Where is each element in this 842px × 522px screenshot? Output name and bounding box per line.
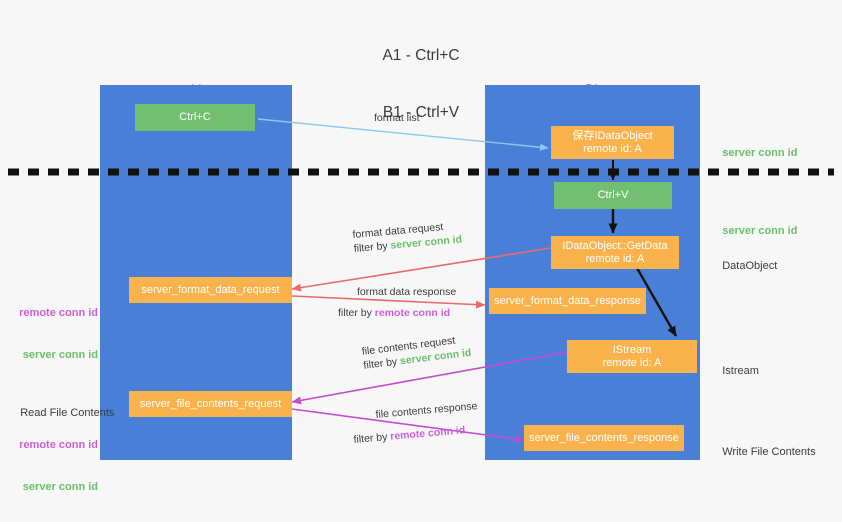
filter-prefix: filter by [353, 239, 391, 255]
node-server-format-data-response[interactable]: server_format_data_response [489, 288, 646, 314]
node-server-file-contents-response-label: server_file_contents_response [529, 431, 679, 444]
filter-prefix: filter by [362, 355, 401, 372]
annotation-text: server conn id [722, 147, 798, 159]
filter-value-remote-conn-id: remote conn id [374, 307, 451, 319]
node-idataobject-getdata-line2: remote id: A [585, 252, 645, 265]
edge-label-file-contents-response: file contents response [375, 399, 478, 422]
diagram-canvas: A1 - Ctrl+C B1 - Ctrl+V A1 remote B1 con… [0, 8, 842, 493]
edge-label-format-data-request: format data request filter by server con… [352, 219, 463, 256]
annotation-text: Istream [722, 365, 759, 377]
edge-label-format-list: format list [374, 111, 420, 125]
node-ctrl-v-label: Ctrl+V [597, 189, 629, 201]
annotation-right-istream: Istream [710, 350, 759, 392]
node-idataobject-getdata-line1: IDataObject::GetData [562, 239, 668, 252]
annotation-text: Write File Contents [722, 446, 816, 458]
node-server-file-contents-request[interactable]: server_file_contents_request [129, 391, 292, 417]
node-server-file-contents-request-label: server_file_contents_request [139, 397, 282, 410]
filter-prefix: filter by [338, 307, 375, 319]
edge-label-format-data-response-text: format data response [357, 286, 457, 298]
node-ctrl-v[interactable]: Ctrl+V [554, 182, 672, 209]
edge-label-file-contents-request: file contents request filter by server c… [361, 332, 472, 373]
annotation-left-remote-conn-id-2: remote conn id [19, 439, 98, 451]
title-line-2: B1 - Ctrl+V [382, 104, 460, 121]
annotation-left-conn-ids-1: remote conn id server conn id [10, 278, 98, 390]
annotation-right-write-file-contents: Write File Contents [710, 431, 816, 473]
node-istream[interactable]: IStream remote id: A [567, 340, 697, 373]
annotation-text: Read File Contents [20, 407, 115, 419]
node-istream-line2: remote id: A [602, 356, 662, 369]
node-server-file-contents-response[interactable]: server_file_contents_response [524, 425, 684, 451]
filter-value-remote-conn-id: remote conn id [389, 424, 466, 443]
annotation-right-dataobject: DataObject [710, 245, 777, 287]
annotation-text: server conn id [722, 225, 798, 237]
node-server-format-data-request-label: server_format_data_request [141, 283, 280, 296]
node-save-idataobject-line1: 保存IDataObject [572, 129, 653, 142]
node-server-format-data-response-label: server_format_data_response [494, 294, 641, 307]
annotation-left-server-conn-id-2: server conn id [22, 481, 98, 493]
filter-prefix: filter by [353, 430, 391, 446]
node-ctrl-c[interactable]: Ctrl+C [135, 104, 255, 131]
title-line-1: A1 - Ctrl+C [382, 47, 460, 64]
annotation-left-read-file-contents: Read File Contents [8, 392, 114, 434]
node-idataobject-getdata[interactable]: IDataObject::GetData remote id: A [551, 236, 679, 269]
node-ctrl-c-label: Ctrl+C [179, 111, 211, 123]
annotation-left-remote-conn-id-1: remote conn id [19, 307, 98, 319]
node-server-format-data-request[interactable]: server_format_data_request [129, 277, 292, 303]
edge-label-format-data-response-filter: filter by remote conn id [338, 306, 450, 320]
node-save-idataobject[interactable]: 保存IDataObject remote id: A [551, 126, 674, 159]
node-save-idataobject-line2: remote id: A [583, 142, 642, 155]
edge-label-file-contents-response-text: file contents response [375, 400, 478, 421]
annotation-right-server-conn-id-top: server conn id [710, 132, 797, 174]
edge-label-format-list-text: format list [374, 112, 420, 124]
edge-label-file-contents-response-filter: filter by remote conn id [353, 423, 466, 447]
node-istream-line1: IStream [612, 343, 652, 356]
annotation-left-server-conn-id-1: server conn id [22, 349, 98, 361]
page-title: A1 - Ctrl+C B1 - Ctrl+V [0, 8, 842, 160]
annotation-right-server-conn-id-mid: server conn id [710, 210, 797, 252]
annotation-left-conn-ids-2: remote conn id server conn id [10, 410, 98, 522]
annotation-text: DataObject [722, 260, 778, 272]
edge-label-format-data-response: format data response [357, 285, 456, 299]
